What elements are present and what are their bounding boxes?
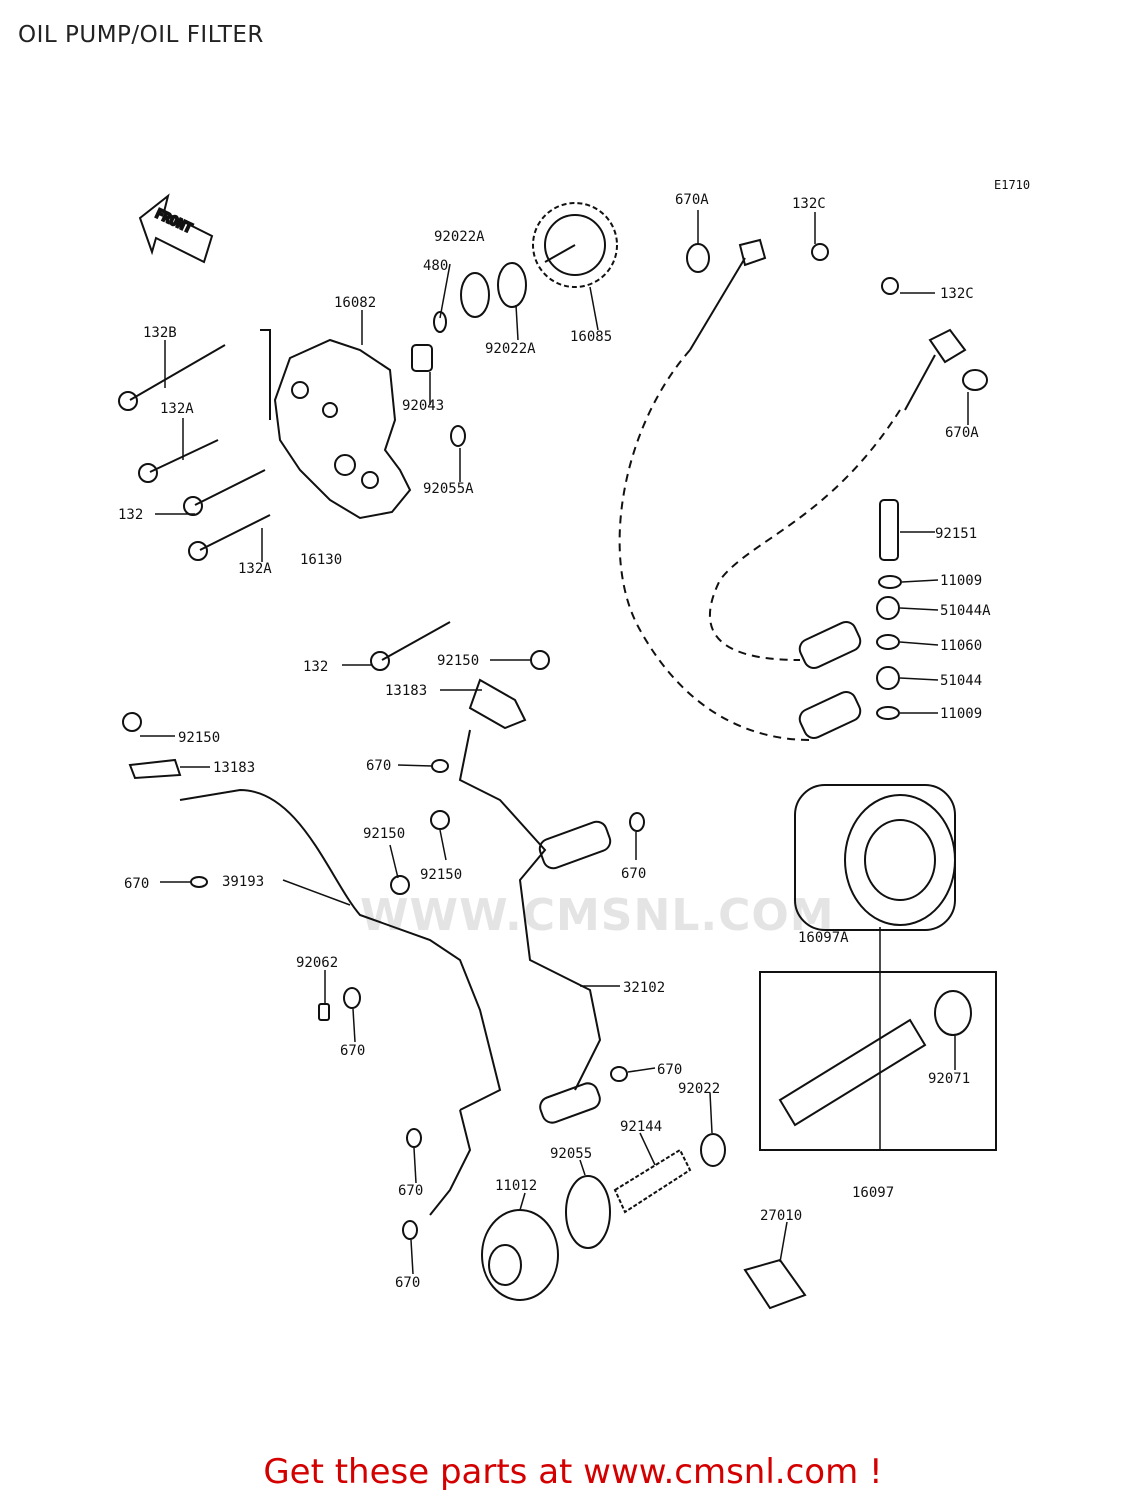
diagram-code: E1710 bbox=[994, 178, 1031, 192]
part-label: 16085 bbox=[570, 329, 612, 345]
part-label: 670 bbox=[395, 1275, 420, 1291]
part-label: 132C bbox=[792, 196, 826, 212]
part-label: 670A bbox=[945, 425, 979, 441]
part-label: 132B bbox=[143, 325, 177, 341]
part-label: 92150 bbox=[437, 653, 479, 669]
part-label: 51044 bbox=[940, 673, 982, 689]
oil-pipes-lower bbox=[122, 650, 645, 1240]
part-label: 92150 bbox=[363, 826, 405, 842]
part-label: 92022 bbox=[678, 1081, 720, 1097]
part-label: 92043 bbox=[402, 398, 444, 414]
part-labels: 92022A 480 16082 132B 132A 132 132A 1613… bbox=[118, 192, 991, 1291]
part-label: 670A bbox=[675, 192, 709, 208]
part-label: 670 bbox=[398, 1183, 423, 1199]
part-label: 132 bbox=[303, 659, 328, 675]
part-label: 39193 bbox=[222, 874, 264, 890]
part-label: 13183 bbox=[213, 760, 255, 776]
filter-cartridge bbox=[481, 971, 997, 1310]
part-label: 92151 bbox=[935, 526, 977, 542]
oil-pipe-upper bbox=[618, 238, 988, 741]
leader-lines bbox=[140, 210, 969, 1275]
part-label: 92144 bbox=[620, 1119, 662, 1135]
part-label: 132 bbox=[118, 507, 143, 523]
part-label: 16097 bbox=[852, 1185, 894, 1201]
part-label: 92022A bbox=[434, 229, 485, 245]
page-title: OIL PUMP/OIL FILTER bbox=[18, 22, 264, 48]
part-label: 92055 bbox=[550, 1146, 592, 1162]
part-label: 32102 bbox=[623, 980, 665, 996]
part-label: 92055A bbox=[423, 481, 474, 497]
part-label: 51044A bbox=[940, 603, 991, 619]
front-arrow: FRONT bbox=[138, 193, 214, 264]
part-label: 92071 bbox=[928, 1071, 970, 1087]
part-label: 16082 bbox=[334, 295, 376, 311]
pump-bolts bbox=[118, 344, 451, 671]
part-label: 670 bbox=[366, 758, 391, 774]
part-label: 670 bbox=[124, 876, 149, 892]
part-label: 670 bbox=[621, 866, 646, 882]
part-label: 670 bbox=[657, 1062, 682, 1078]
part-label: 16130 bbox=[300, 552, 342, 568]
part-label: 132A bbox=[238, 561, 272, 577]
part-label: 11009 bbox=[940, 706, 982, 722]
part-label: 11060 bbox=[940, 638, 982, 654]
watermark-text: WWW.CMSNL.COM bbox=[360, 890, 835, 941]
part-label: 480 bbox=[423, 258, 448, 274]
drive-gear bbox=[411, 202, 618, 447]
part-label: 132A bbox=[160, 401, 194, 417]
part-label: 92062 bbox=[296, 955, 338, 971]
part-label: 13183 bbox=[385, 683, 427, 699]
part-label: 92150 bbox=[178, 730, 220, 746]
part-label: 11009 bbox=[940, 573, 982, 589]
part-label: 92150 bbox=[420, 867, 462, 883]
part-label: 27010 bbox=[760, 1208, 802, 1224]
oil-pump-body bbox=[260, 329, 412, 520]
footer-link-text[interactable]: Get these parts at www.cmsnl.com ! bbox=[263, 1452, 883, 1492]
part-label: 92022A bbox=[485, 341, 536, 357]
part-label: 132C bbox=[940, 286, 974, 302]
banjo-fittings bbox=[798, 499, 902, 739]
part-label: 11012 bbox=[495, 1178, 537, 1194]
parts-diagram: FRONT bbox=[118, 192, 997, 1310]
oil-filter bbox=[794, 784, 956, 931]
part-label: 670 bbox=[340, 1043, 365, 1059]
part-label: 16097A bbox=[798, 930, 849, 946]
